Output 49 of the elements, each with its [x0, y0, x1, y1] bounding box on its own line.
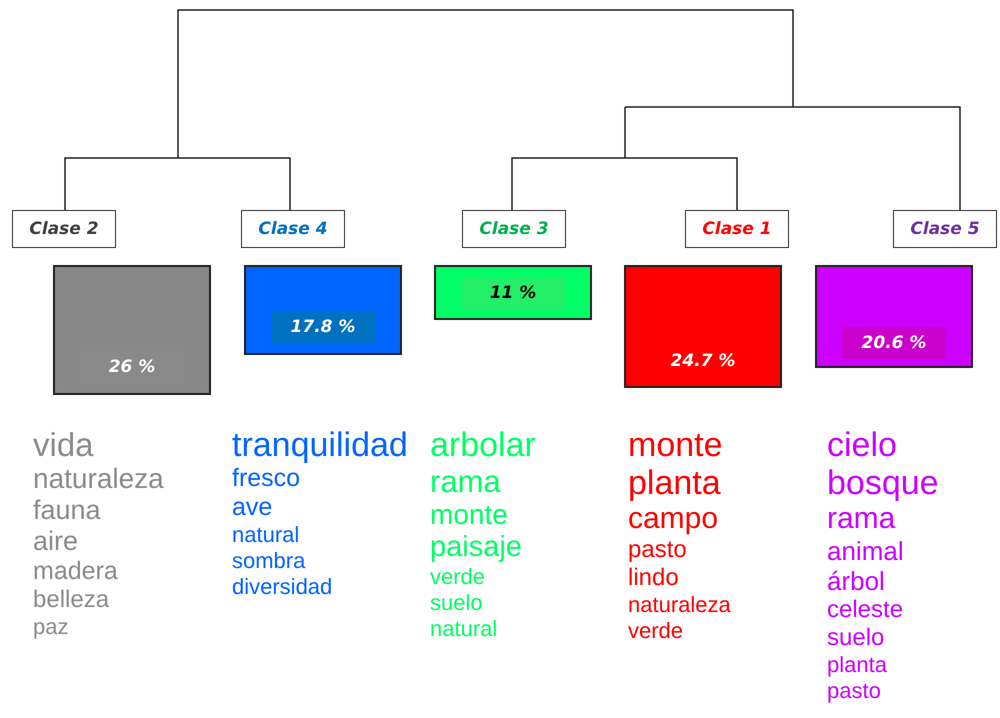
word-label: aire: [33, 528, 78, 555]
word-label: fauna: [33, 497, 101, 524]
class-label-box: Clase 2: [12, 210, 116, 248]
class-label-box: Clase 5: [893, 210, 997, 248]
word-label: planta: [628, 466, 721, 500]
word-label: madera: [33, 559, 118, 584]
word-label: animal: [827, 538, 904, 564]
word-label: pasto: [628, 538, 687, 562]
word-label: suelo: [430, 592, 483, 614]
word-label: paisaje: [430, 533, 522, 562]
word-label: bosque: [827, 466, 939, 500]
percentage-label: 17.8 %: [271, 311, 375, 343]
percentage-label: 11 %: [461, 277, 565, 309]
word-label: fresco: [232, 466, 300, 491]
word-label: campo: [628, 504, 718, 534]
color-block: [53, 265, 211, 395]
color-block: [815, 265, 973, 368]
word-label: planta: [827, 654, 887, 676]
word-label: natural: [232, 524, 300, 546]
word-label: naturaleza: [33, 465, 164, 493]
word-label: paz: [33, 616, 68, 638]
color-block: [244, 265, 402, 355]
word-label: sombra: [232, 550, 306, 572]
word-label: naturaleza: [628, 594, 731, 616]
word-label: vida: [33, 428, 94, 461]
word-label: arbolar: [430, 428, 536, 462]
percentage-label: 20.6 %: [842, 327, 946, 359]
class-label-box: Clase 4: [241, 210, 345, 248]
class-label-box: Clase 3: [462, 210, 566, 248]
word-label: monte: [628, 428, 722, 462]
word-label: suelo: [827, 626, 884, 650]
word-label: celeste: [827, 598, 904, 622]
word-label: monte: [430, 501, 508, 529]
word-label: lindo: [628, 566, 679, 590]
word-label: belleza: [33, 588, 110, 612]
word-label: tranquilidad: [232, 428, 408, 462]
color-block: [624, 265, 782, 388]
color-block: [434, 265, 592, 320]
class-label-box: Clase 1: [685, 210, 789, 248]
word-label: pasto: [827, 680, 881, 702]
word-label: cielo: [827, 428, 897, 462]
word-label: árbol: [827, 568, 885, 594]
word-label: ave: [232, 495, 272, 520]
word-label: verde: [628, 620, 684, 642]
word-label: rama: [827, 504, 896, 534]
word-label: rama: [430, 466, 501, 497]
word-label: diversidad: [232, 576, 332, 598]
word-label: verde: [430, 566, 486, 588]
word-label: natural: [430, 618, 498, 640]
